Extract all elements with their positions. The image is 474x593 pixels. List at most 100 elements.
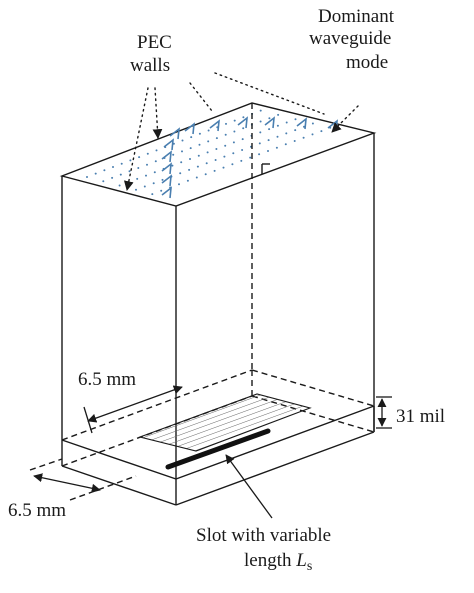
hatched-patch xyxy=(138,393,312,452)
slot-label-line2: length Ls xyxy=(244,550,312,574)
dim-depth xyxy=(29,458,137,501)
field-dot xyxy=(196,165,199,168)
field-arrow-2 xyxy=(163,138,174,151)
field-dot xyxy=(189,158,191,160)
field-dot xyxy=(242,116,245,119)
slab-bottom-front-right xyxy=(175,431,375,506)
waveguide-box xyxy=(59,102,377,505)
field-dot xyxy=(241,138,244,141)
field-dot xyxy=(215,137,218,140)
slab-top-back-right-hidden xyxy=(251,369,375,407)
field-dot xyxy=(161,178,164,181)
field-dot xyxy=(232,152,235,155)
dim-horizontal xyxy=(83,385,183,434)
field-dot xyxy=(197,154,200,157)
field-dot xyxy=(277,113,280,116)
field-dot xyxy=(145,174,147,177)
field-dot xyxy=(103,169,106,172)
field-dot xyxy=(146,163,148,166)
slot-leader xyxy=(225,454,273,519)
dim-depth-ext-2 xyxy=(69,475,137,501)
field-dot xyxy=(267,150,269,152)
slot xyxy=(165,428,271,470)
field-dot xyxy=(276,124,279,127)
field-dot xyxy=(224,133,227,136)
field-dot xyxy=(138,156,141,159)
field-dot xyxy=(213,169,216,172)
field-dot xyxy=(146,152,149,155)
field-dot xyxy=(195,176,198,179)
box-top-face xyxy=(59,102,377,207)
field-dot xyxy=(320,130,323,133)
field-arrow-7 xyxy=(184,122,195,135)
field-dot xyxy=(178,183,180,186)
field-dot xyxy=(258,153,261,156)
pec-leader-2 xyxy=(152,87,163,139)
field-dot xyxy=(285,121,288,124)
field-arrow-4 xyxy=(161,162,172,175)
field-dot xyxy=(189,147,192,150)
pec-leader-1 xyxy=(123,87,149,191)
field-dot xyxy=(86,176,88,178)
slot-label-line1: Slot with variable xyxy=(196,525,331,546)
field-dot xyxy=(207,129,210,132)
field-dot xyxy=(190,136,193,139)
field-dot xyxy=(155,149,158,152)
field-dot xyxy=(205,162,208,165)
field-dot xyxy=(214,159,217,161)
field-dot xyxy=(137,167,140,169)
dim-depth-label: 6.5 mm xyxy=(8,500,66,521)
field-dot xyxy=(223,155,226,158)
field-dot xyxy=(311,133,314,136)
field-dot xyxy=(102,180,105,183)
field-dot xyxy=(207,140,210,143)
field-dot xyxy=(294,118,297,121)
slot-label-prefix: length xyxy=(244,550,296,571)
field-dot xyxy=(181,139,184,142)
field-dot xyxy=(153,171,156,174)
field-dot xyxy=(259,109,262,112)
field-dot xyxy=(249,156,252,159)
mode-label-line2: waveguide xyxy=(309,28,391,49)
slot-label-sub: s xyxy=(307,559,312,574)
field-dot xyxy=(171,164,174,167)
field-dot xyxy=(268,128,271,131)
field-dot xyxy=(151,193,154,196)
field-dot xyxy=(129,159,132,162)
dim-horizontal-tick-left xyxy=(83,406,93,434)
slab-top-front-left xyxy=(61,439,177,480)
dim-thickness xyxy=(376,396,392,429)
field-dot xyxy=(259,131,262,134)
field-arrow-3 xyxy=(161,150,172,163)
dim-depth-arrow xyxy=(33,473,101,493)
field-dot xyxy=(112,166,114,168)
pec-label-line2: walls xyxy=(130,55,170,76)
field-dot xyxy=(276,135,279,138)
field-arrow-1 xyxy=(169,127,180,140)
field-arrow-6 xyxy=(161,186,172,199)
field-dot xyxy=(258,142,261,145)
field-dot xyxy=(179,172,182,175)
field-arrow-5 xyxy=(161,174,172,187)
field-dot xyxy=(285,132,288,135)
mode-leader xyxy=(331,105,359,133)
field-dot xyxy=(215,148,218,150)
pec-leader-3 xyxy=(189,82,213,112)
field-dot xyxy=(222,166,225,169)
dim-thickness-label: 31 mil xyxy=(396,406,445,427)
field-dot xyxy=(180,161,183,164)
field-dot xyxy=(94,172,97,175)
pec-leaders xyxy=(123,72,325,191)
field-dot xyxy=(311,122,314,125)
slab-bottom-front-left xyxy=(61,465,177,506)
field-arrow-11 xyxy=(296,117,307,130)
field-dot xyxy=(240,159,243,162)
field-dot xyxy=(120,162,123,165)
mode-field-arrows xyxy=(161,116,338,199)
field-dot xyxy=(118,184,121,187)
mode-label-line1: Dominant xyxy=(318,6,395,27)
field-dot xyxy=(198,132,201,135)
field-dot xyxy=(111,176,114,179)
field-dot xyxy=(204,173,207,176)
